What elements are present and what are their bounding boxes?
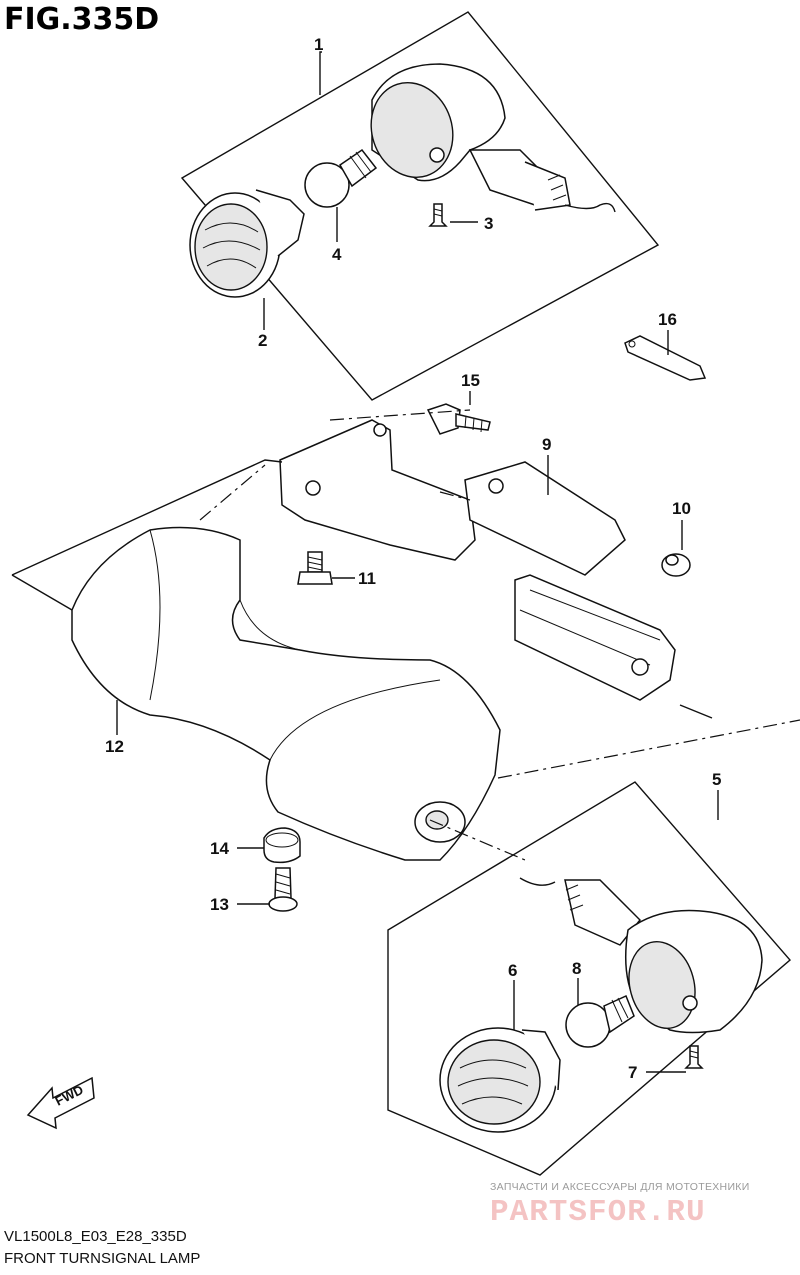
watermark-brand: PARTSFOR.RU xyxy=(490,1195,706,1230)
screw-part-3 xyxy=(428,203,478,227)
bolt-part-11 xyxy=(297,551,355,585)
bulb-part-4 xyxy=(304,148,378,242)
callout-7: 7 xyxy=(628,1063,637,1082)
callout-6: 6 xyxy=(508,961,517,980)
callout-13: 13 xyxy=(210,895,229,914)
watermark-tagline: ЗАПЧАСТИ И АКСЕССУАРЫ ДЛЯ МОТОТЕХНИКИ xyxy=(490,1181,750,1193)
rubber-part-14 xyxy=(237,827,301,864)
assembly-5-frame xyxy=(387,781,791,1176)
callout-1: 1 xyxy=(314,35,323,54)
grommet-part-10 xyxy=(661,520,691,577)
housing-part-5 xyxy=(519,877,763,1034)
callout-4: 4 xyxy=(332,245,342,264)
lens-part-6 xyxy=(439,980,561,1133)
lens-part-2 xyxy=(189,189,305,330)
bracket-part-9 xyxy=(279,419,676,701)
screw-part-7 xyxy=(646,1045,704,1073)
callout-15: 15 xyxy=(461,371,480,390)
leader-lines xyxy=(11,409,800,861)
callout-3: 3 xyxy=(484,214,493,233)
figure-model-code: VL1500L8_E03_E28_335D xyxy=(4,1228,187,1245)
figure-name: FRONT TURNSIGNAL LAMP xyxy=(4,1250,201,1267)
callout-2: 2 xyxy=(258,331,267,350)
fwd-direction-badge: FWD xyxy=(26,1076,95,1130)
screw-part-13 xyxy=(237,867,298,912)
cover-part-12 xyxy=(71,526,501,861)
housing-part-1 xyxy=(370,63,616,213)
callout-5: 5 xyxy=(712,770,721,789)
callout-10: 10 xyxy=(672,499,691,518)
bolt-part-15 xyxy=(426,391,491,435)
callout-8: 8 xyxy=(572,959,581,978)
callout-9: 9 xyxy=(542,435,551,454)
callout-16: 16 xyxy=(658,310,677,329)
callout-11: 11 xyxy=(358,569,376,588)
callout-12: 12 xyxy=(105,737,124,756)
callout-14: 14 xyxy=(210,839,229,858)
bulb-part-8 xyxy=(565,978,635,1048)
assembly-1-frame xyxy=(180,11,660,401)
clamp-part-16 xyxy=(624,330,707,381)
figure-title: FIG.335D xyxy=(4,2,160,37)
